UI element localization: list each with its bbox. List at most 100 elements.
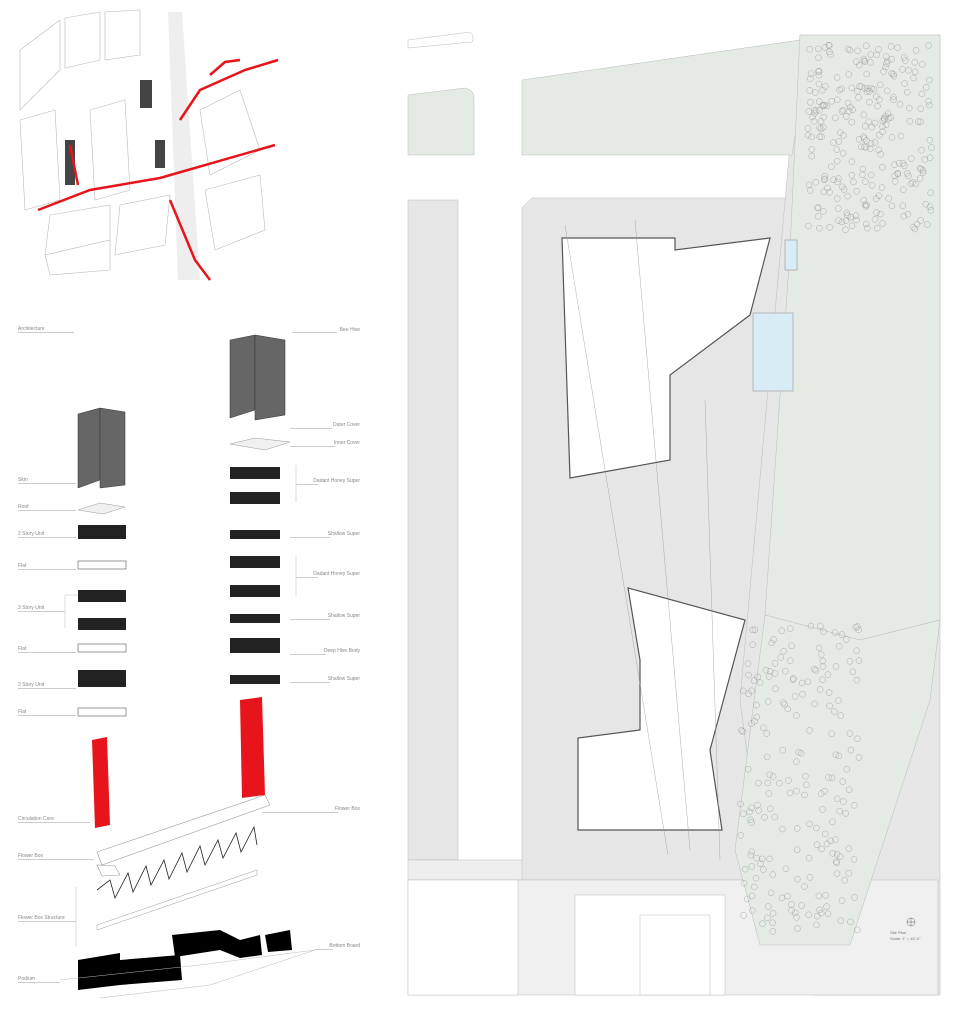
tree-icon — [812, 107, 820, 114]
tree-icon — [835, 138, 843, 145]
tree-icon — [905, 172, 912, 180]
tree-icon — [835, 217, 842, 224]
label-2-story-unit: 2 Story Unit — [18, 531, 45, 537]
tree-icon — [829, 850, 836, 857]
tree-icon — [779, 825, 786, 833]
tree-icon — [751, 883, 758, 891]
tree-icon — [817, 118, 825, 125]
tree-icon — [816, 98, 823, 105]
tree-icon — [837, 853, 844, 860]
tree-icon — [853, 216, 860, 224]
tree-icon — [867, 145, 874, 152]
tree-icon — [740, 912, 747, 919]
tree-icon — [823, 903, 830, 910]
tree-icon — [863, 201, 870, 209]
tree-icon — [860, 111, 868, 118]
label-circulation-core: Circulation Core — [18, 816, 54, 822]
tree-icon — [855, 94, 862, 101]
tree-icon — [748, 892, 756, 900]
tree-icon — [740, 880, 748, 887]
tree-icon — [806, 187, 814, 194]
tree-icon — [785, 777, 792, 784]
tree-icon — [832, 751, 840, 758]
tree-icon — [854, 623, 861, 630]
tree-icon — [853, 58, 860, 65]
tree-icon — [846, 658, 854, 665]
tree-icon — [793, 712, 800, 719]
tree-icon — [804, 131, 812, 139]
tree-icon — [896, 100, 904, 108]
tree-icon — [926, 203, 934, 210]
tree-icon — [851, 802, 858, 809]
tree-icon — [748, 848, 755, 856]
tree-icon — [862, 203, 870, 210]
tree-icon — [922, 84, 930, 91]
tree-icon — [926, 154, 934, 161]
tree-icon — [835, 175, 842, 182]
tree-icon — [841, 877, 848, 884]
tree-icon — [851, 894, 858, 901]
tree-icon — [760, 866, 767, 873]
tree-icon — [883, 60, 890, 67]
tree-icon — [848, 171, 856, 179]
tree-icon — [880, 68, 887, 75]
tree-icon — [819, 657, 827, 665]
tree-icon — [854, 47, 861, 55]
tree-icon — [902, 57, 909, 64]
tree-icon — [877, 151, 884, 158]
label-flat: Flat — [18, 709, 27, 715]
tree-icon — [819, 676, 826, 684]
tree-icon — [839, 183, 846, 191]
tree-icon — [840, 132, 847, 139]
tree-icon — [850, 856, 858, 863]
tree-icon — [897, 132, 905, 140]
tree-icon — [788, 907, 795, 914]
tree-icon — [801, 791, 808, 799]
tree-icon — [764, 914, 771, 922]
tree-icon — [811, 665, 818, 673]
tree-icon — [862, 123, 869, 130]
tree-icon — [822, 830, 829, 838]
tree-icon — [837, 917, 845, 924]
tree-icon — [813, 921, 820, 929]
tree-icon — [877, 210, 884, 218]
tree-icon — [787, 657, 794, 664]
tree-icon — [873, 209, 880, 216]
label-deep-hive-body: Deep Hive Body — [323, 648, 360, 654]
tree-icon — [807, 70, 815, 77]
tree-icon — [833, 859, 841, 867]
tree-icon — [900, 186, 907, 193]
tree-icon — [829, 818, 836, 826]
tree-icon — [805, 222, 812, 230]
tree-icon — [838, 218, 846, 226]
tree-icon — [878, 184, 886, 191]
label-flower-box: Flower Box — [334, 806, 360, 812]
tree-icon — [882, 63, 889, 71]
tree-icon — [843, 113, 850, 120]
tree-icon — [767, 889, 775, 897]
tree-icon — [748, 804, 755, 811]
tree-icon — [871, 216, 879, 223]
tree-icon — [863, 42, 870, 49]
tree-icon — [779, 746, 786, 754]
tree-icon — [843, 765, 850, 773]
tree-icon — [855, 657, 863, 664]
tree-icon — [824, 910, 832, 918]
tree-icon — [848, 84, 856, 92]
tree-icon — [745, 766, 752, 773]
tree-icon — [877, 81, 884, 89]
tree-icon — [748, 819, 755, 826]
tree-icon — [906, 104, 913, 112]
tree-icon — [766, 855, 773, 863]
tree-icon — [927, 207, 935, 214]
tree-icon — [818, 133, 825, 141]
tree-icon — [765, 790, 773, 797]
tree-icon — [854, 87, 861, 95]
tree-icon — [917, 118, 924, 126]
site-plan-scale: Scale: 1" = 40'-0" — [890, 936, 921, 941]
tree-icon — [882, 53, 890, 60]
tree-icon — [845, 786, 853, 793]
tree-icon — [771, 660, 779, 667]
tree-icon — [842, 217, 850, 224]
tree-icon — [803, 781, 810, 789]
